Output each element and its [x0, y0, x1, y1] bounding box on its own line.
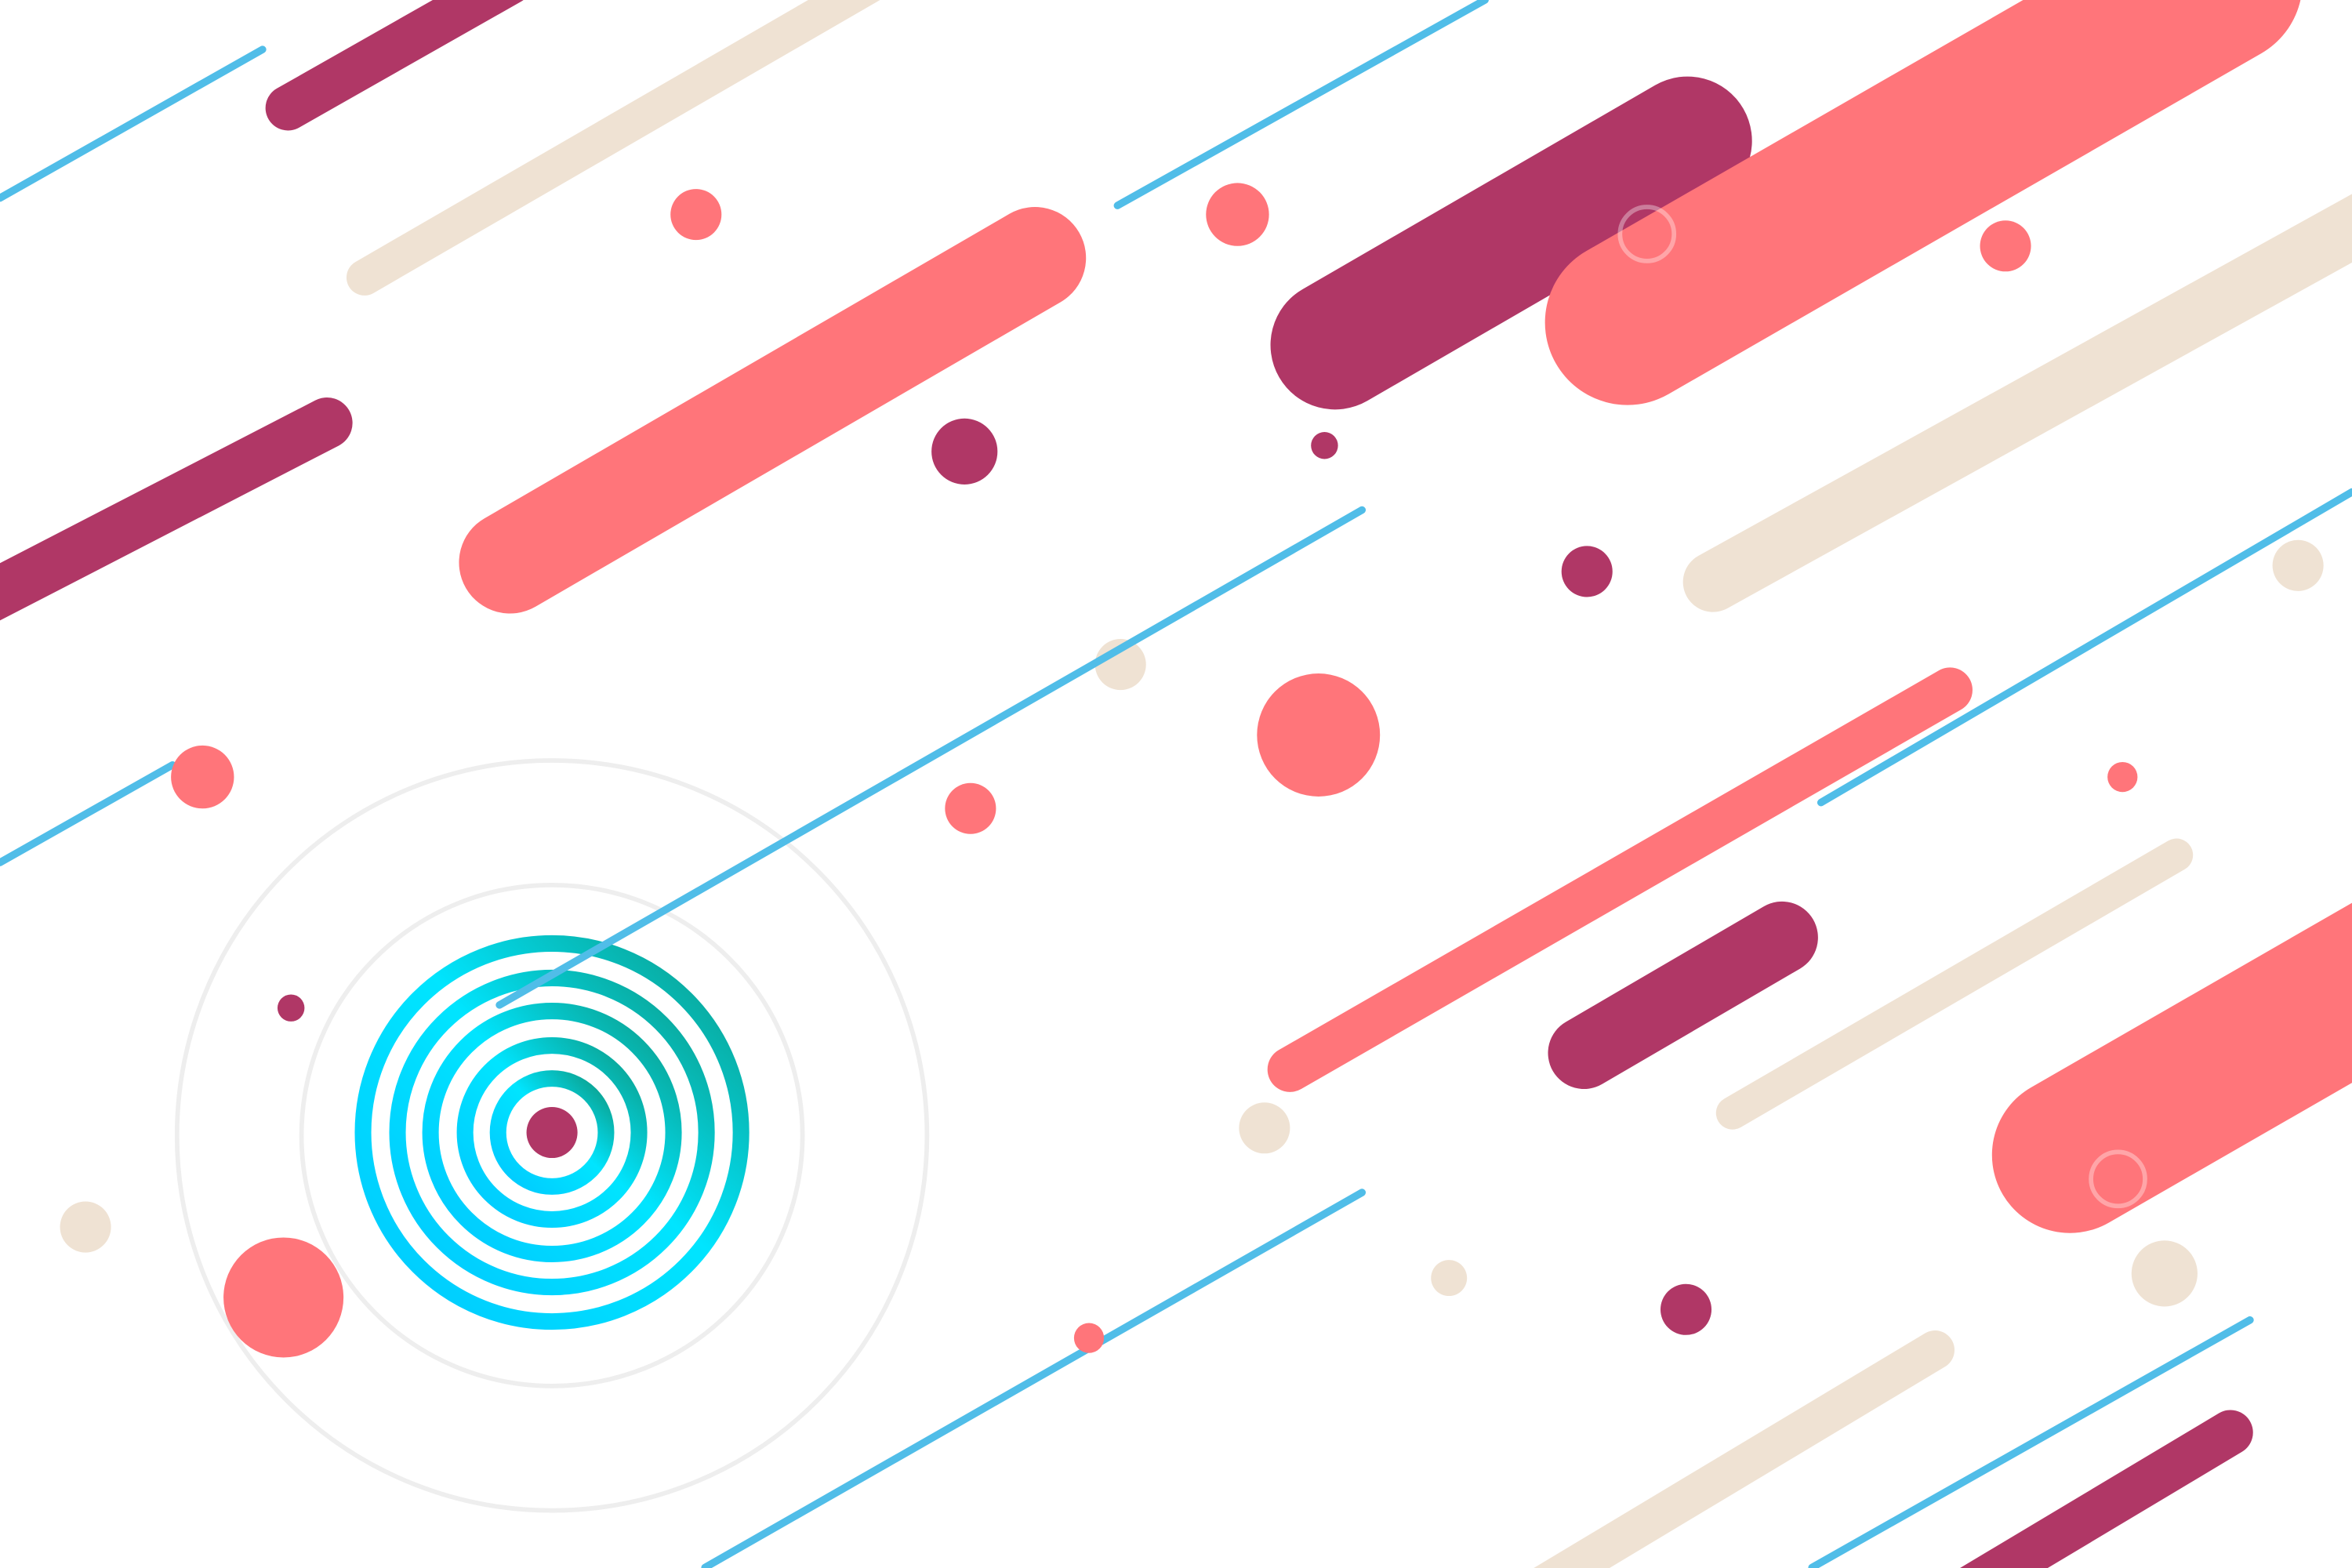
- halo-ring: [174, 758, 930, 1513]
- watermark-logo-icon: [1617, 205, 1677, 263]
- pngtree-watermark: [1617, 205, 2147, 1209]
- sky-diagonal-stroke: [1817, 488, 2352, 807]
- beige-dot: [2272, 539, 2324, 591]
- scattered-dots: [60, 183, 2324, 1358]
- beige-dot: [60, 1201, 111, 1253]
- sky-diagonal-stroke: [1808, 1316, 2254, 1568]
- sky-diagonal-stroke: [701, 1189, 1367, 1568]
- beige-diagonal-stroke: [346, 0, 880, 296]
- coral-diagonal-stroke: [1544, 0, 2300, 405]
- beige-diagonal-stroke: [1534, 1330, 1955, 1568]
- sky-diagonal-stroke: [495, 506, 1367, 1009]
- plum-diagonal-stroke: [0, 397, 353, 621]
- coral-dot: [1073, 1323, 1105, 1353]
- target-ring: [354, 935, 750, 1330]
- sky-diagonal-stroke: [0, 45, 267, 202]
- plum-dot: [1311, 432, 1338, 459]
- plum-dot: [1561, 546, 1613, 597]
- plum-diagonal-stroke: [1548, 901, 1818, 1090]
- plum-dot: [1660, 1283, 1712, 1335]
- beige-dot: [2131, 1240, 2198, 1307]
- overlay-lines: [495, 506, 1367, 1009]
- beige-diagonal-stroke: [1682, 194, 2352, 612]
- coral-dot: [1257, 673, 1381, 797]
- plum-diagonal-stroke: [1270, 76, 1752, 410]
- coral-diagonal-stroke: [1267, 667, 1973, 1092]
- target-center-dot: [526, 1106, 578, 1159]
- plum-diagonal-stroke: [1960, 1410, 2253, 1568]
- target-ring: [456, 1037, 648, 1229]
- plum-dot: [277, 994, 305, 1022]
- watermark-logo-icon: [2089, 1149, 2147, 1209]
- coral-diagonal-stroke: [459, 207, 1087, 614]
- coral-dot: [670, 189, 722, 241]
- sky-diagonal-stroke: [1113, 0, 1489, 209]
- coral-dot: [2107, 761, 2138, 793]
- target-ring: [489, 1070, 615, 1195]
- plum-dot: [931, 418, 998, 485]
- coral-dot: [1206, 183, 1269, 246]
- coral-dot: [223, 1237, 344, 1358]
- coral-dot: [945, 782, 996, 834]
- beige-dot: [1431, 1260, 1468, 1297]
- plum-diagonal-stroke: [265, 0, 524, 131]
- coral-diagonal-stroke: [1991, 902, 2352, 1233]
- beige-dot: [1239, 1102, 1290, 1154]
- target-ring: [422, 1003, 682, 1263]
- beige-diagonal-stroke: [1715, 838, 2194, 1130]
- coral-dot: [1980, 220, 2031, 272]
- halo-ring: [299, 882, 805, 1388]
- coral-dot: [171, 745, 234, 809]
- sky-diagonal-stroke: [0, 760, 176, 866]
- halo-rings: [174, 758, 930, 1513]
